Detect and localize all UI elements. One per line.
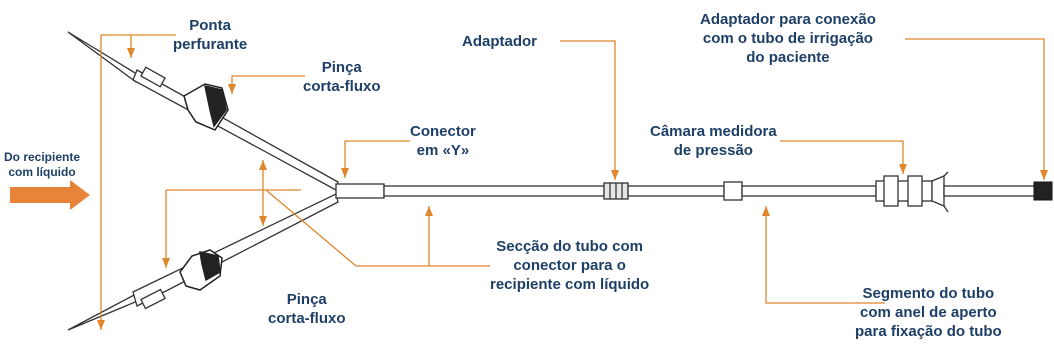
- label-tube-segment-line-2: com anel de aperto: [859, 304, 997, 321]
- label-spike-line-1: Ponta: [189, 17, 231, 34]
- label-pressure-chamber-line-1: Câmara medidora: [650, 123, 777, 140]
- patient-adapter-tip: [1033, 181, 1053, 201]
- label-adapter: Adaptador: [462, 32, 537, 51]
- label-tube-segment-line-1: Segmento do tubo: [862, 285, 995, 302]
- label-patient-adapter: Adaptador para conexão com o tubo de irr…: [700, 10, 876, 67]
- label-clamp-top-line-1: Pinça: [321, 59, 362, 76]
- label-clamp-top: Pinça corta-fluxo: [303, 58, 381, 96]
- label-pressure-chamber-line-2: de pressão: [673, 142, 753, 159]
- label-tube-section: Secção do tubo com conector para o recip…: [490, 237, 649, 294]
- label-clamp-top-line-2: corta-fluxo: [303, 78, 381, 95]
- label-clamp-bottom-line-2: corta-fluxo: [268, 310, 346, 327]
- leader-lines: [100, 34, 1045, 330]
- label-tube-segment-line-3: para fixação do tubo: [855, 323, 1002, 340]
- label-clamp-bottom-line-1: Pinça: [286, 291, 327, 308]
- label-source-line-1: Do recipiente: [4, 150, 81, 164]
- label-tube-section-line-1: Secção do tubo com: [496, 238, 643, 255]
- label-patient-adapter-line-1: Adaptador para conexão: [700, 11, 876, 28]
- label-spike-line-2: perfurante: [173, 36, 248, 53]
- label-adapter-line-1: Adaptador: [462, 33, 537, 50]
- label-tube-section-line-2: conector para o: [513, 257, 626, 274]
- label-patient-adapter-line-2: com o tubo de irrigação: [702, 30, 873, 47]
- label-source: Do recipiente com líquido: [4, 150, 80, 180]
- main-tube: [383, 181, 877, 201]
- label-y-connector-line-2: em «Y»: [416, 142, 470, 159]
- label-source-line-2: com líquido: [8, 165, 76, 179]
- upper-clamp: [183, 83, 229, 131]
- label-clamp-bottom: Pinça corta-fluxo: [268, 290, 346, 328]
- label-pressure-chamber: Câmara medidora de pressão: [650, 122, 777, 160]
- label-y-connector-line-1: Conector: [410, 123, 476, 140]
- lower-clamp: [179, 249, 223, 291]
- label-spike: Ponta perfurante: [173, 16, 247, 54]
- pressure-chamber-part: [875, 171, 1037, 213]
- source-arrow: [10, 180, 90, 210]
- label-y-connector: Conector em «Y»: [410, 122, 476, 160]
- y-connector-part: [335, 183, 385, 199]
- leader-arrowheads: [97, 48, 1048, 330]
- label-tube-section-line-3: recipiente com líquido: [490, 276, 650, 293]
- label-tube-segment: Segmento do tubo com anel de aperto para…: [855, 284, 1002, 341]
- label-patient-adapter-line-3: do paciente: [746, 49, 830, 66]
